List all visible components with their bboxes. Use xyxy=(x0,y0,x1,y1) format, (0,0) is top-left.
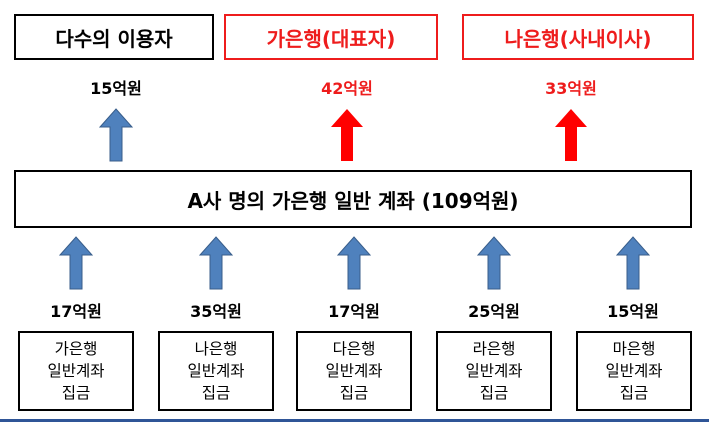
source-box-bank-ga: 가은행 일반계좌 집금 xyxy=(18,331,134,411)
source-box-bank-ma: 마은행 일반계좌 집금 xyxy=(576,331,692,411)
recipient-label-bank-na: 나은행(사내이사) xyxy=(504,26,652,51)
source-account-type: 일반계좌 xyxy=(187,362,245,380)
source-account-type: 일반계좌 xyxy=(47,362,105,380)
outflow-arrow-bank-na xyxy=(555,109,587,161)
inflow-arrow-bank-da xyxy=(336,236,372,290)
inflow-arrow-bank-na xyxy=(198,236,234,290)
recipient-label-users: 다수의 이용자 xyxy=(55,26,173,51)
source-amount-bank-da: 17억원 xyxy=(328,302,380,321)
inflow-arrow-bank-ga xyxy=(58,236,94,290)
source-box-bank-da: 다은행 일반계좌 집금 xyxy=(296,331,412,411)
recipient-amount-bank-na: 33억원 xyxy=(545,79,597,98)
outflow-arrow-bank-ga xyxy=(331,109,363,161)
source-bank-name: 다은행 xyxy=(332,340,376,358)
source-action: 집금 xyxy=(61,384,91,402)
recipient-amount-users: 15억원 xyxy=(90,79,142,98)
recipient-box-bank-na: 나은행(사내이사) xyxy=(462,14,694,60)
recipient-label-bank-ga: 가은행(대표자) xyxy=(266,26,396,51)
recipient-box-users: 다수의 이용자 xyxy=(14,14,214,60)
source-action: 집금 xyxy=(619,384,649,402)
main-account-box: A사 명의 가은행 일반 계좌 (109억원) xyxy=(14,170,692,228)
source-bank-name: 나은행 xyxy=(194,340,238,358)
inflow-arrow-bank-ra xyxy=(476,236,512,290)
recipient-box-bank-ga: 가은행(대표자) xyxy=(224,14,438,60)
inflow-arrow-bank-ma xyxy=(615,236,651,290)
source-amount-bank-ma: 15억원 xyxy=(607,302,659,321)
source-amount-bank-ra: 25억원 xyxy=(468,302,520,321)
source-bank-name: 마은행 xyxy=(612,340,656,358)
source-action: 집금 xyxy=(201,384,231,402)
source-bank-name: 라은행 xyxy=(472,340,516,358)
source-account-type: 일반계좌 xyxy=(325,362,383,380)
source-bank-name: 가은행 xyxy=(54,340,98,358)
source-box-bank-na: 나은행 일반계좌 집금 xyxy=(158,331,274,411)
source-box-bank-ra: 라은행 일반계좌 집금 xyxy=(436,331,552,411)
source-amount-bank-ga: 17억원 xyxy=(50,302,102,321)
source-action: 집금 xyxy=(339,384,369,402)
main-account-label: A사 명의 가은행 일반 계좌 (109억원) xyxy=(187,188,519,213)
source-amount-bank-na: 35억원 xyxy=(190,302,242,321)
source-account-type: 일반계좌 xyxy=(605,362,663,380)
source-action: 집금 xyxy=(479,384,509,402)
recipient-amount-bank-ga: 42억원 xyxy=(321,79,373,98)
outflow-arrow-users xyxy=(98,108,134,162)
bottom-frame-line xyxy=(0,419,709,422)
source-account-type: 일반계좌 xyxy=(465,362,523,380)
